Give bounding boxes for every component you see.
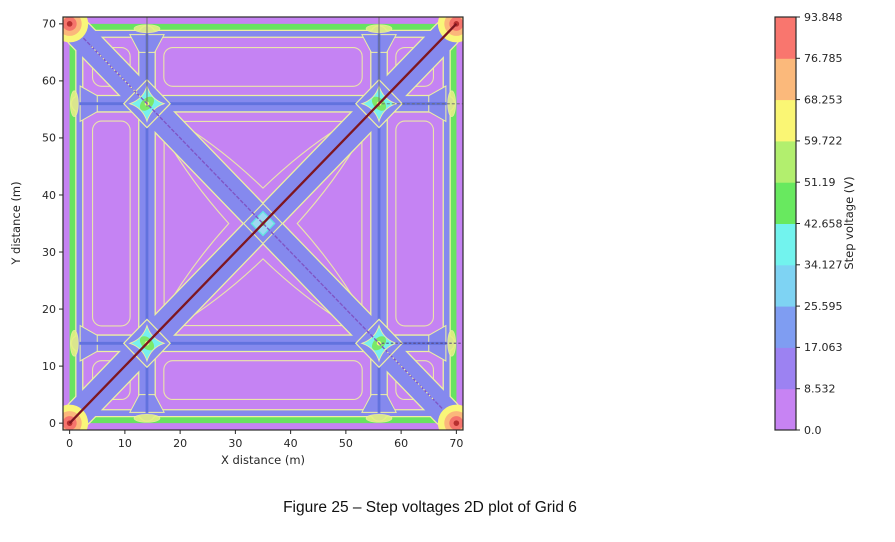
- border-blob: [365, 413, 393, 423]
- x-tick-label: 10: [118, 437, 132, 450]
- figure-caption: Figure 25 – Step voltages 2D plot of Gri…: [283, 499, 577, 516]
- y-tick-label: 60: [42, 75, 56, 88]
- colorbar-tick-label: 51.19: [804, 176, 836, 189]
- colorbar-segment: [775, 306, 796, 348]
- y-tick-label: 10: [42, 360, 56, 373]
- colorbar-tick-label: 17.063: [804, 341, 843, 354]
- x-tick-label: 20: [173, 437, 187, 450]
- cell-contour: [92, 120, 131, 327]
- colorbar-tick-label: 8.532: [804, 383, 836, 396]
- colorbar-segment: [775, 140, 796, 183]
- gap-contour: [175, 258, 351, 327]
- colorbar-segment: [775, 388, 796, 431]
- colorbar-tick-label: 42.658: [804, 217, 843, 230]
- y-tick-label: 50: [42, 132, 56, 145]
- colorbar-tick-label: 34.127: [804, 259, 843, 272]
- cell-contour: [163, 360, 363, 401]
- y-tick-label: 20: [42, 303, 56, 316]
- border-blob: [69, 90, 79, 118]
- x-tick-label: 50: [339, 437, 353, 450]
- x-tick-label: 0: [66, 437, 73, 450]
- cell-contour: [395, 120, 434, 327]
- colorbar-tick-label: 68.253: [804, 93, 843, 106]
- perimeter-green-band: [69, 23, 457, 424]
- x-tick-label: 60: [394, 437, 408, 450]
- y-tick-label: 70: [42, 18, 56, 31]
- colorbar-segment: [775, 264, 796, 307]
- gap-contour: [175, 120, 351, 189]
- colorbar-segment: [775, 182, 796, 224]
- y-tick-label: 40: [42, 189, 56, 202]
- colorbar-tick-label: 59.722: [804, 135, 843, 148]
- colorbar-tick-label: 25.595: [804, 300, 843, 313]
- valley-antidiagonal: [82, 37, 444, 410]
- colorbar-tick-label: 76.785: [804, 52, 843, 65]
- profile-line: [68, 23, 458, 424]
- border-blob: [69, 329, 79, 357]
- colorbar-title: Step voltage (V): [842, 176, 856, 269]
- colorbar-segment: [775, 58, 796, 101]
- x-tick-label: 70: [449, 437, 463, 450]
- y-tick-label: 30: [42, 246, 56, 259]
- colorbar: 0.0 8.532 17.063 25.595 34.127 42.658 51.19 59.…: [774, 11, 843, 437]
- colorbar-segment: [775, 17, 796, 59]
- corner-peak-core: [66, 21, 73, 27]
- colorbar-segment: [775, 99, 796, 142]
- colorbar-tick-label: 93.848: [804, 11, 843, 24]
- contour-field: [63, 17, 463, 430]
- gap-contour: [163, 133, 230, 314]
- x-axis-ticks: 0 10 20 30 40 50 60 70: [66, 430, 463, 450]
- y-axis-title: Y distance (m): [9, 181, 23, 265]
- x-tick-label: 40: [284, 437, 298, 450]
- x-tick-label: 30: [228, 437, 242, 450]
- colorbar-tick-label: 0.0: [804, 424, 822, 437]
- colorbar-segment: [775, 347, 796, 390]
- border-blob: [133, 413, 161, 423]
- y-tick-label: 0: [49, 417, 56, 430]
- y-axis-ticks: 0 10 20 30 40 50 60 70: [42, 18, 63, 430]
- cell-contour: [163, 46, 363, 87]
- x-axis-title: X distance (m): [221, 453, 305, 467]
- gap-contour: [296, 133, 363, 314]
- plot-border: [62, 16, 464, 431]
- colorbar-segment: [775, 223, 796, 266]
- perimeter-blue-ring: [76, 31, 450, 416]
- corner-peak-core: [453, 420, 460, 426]
